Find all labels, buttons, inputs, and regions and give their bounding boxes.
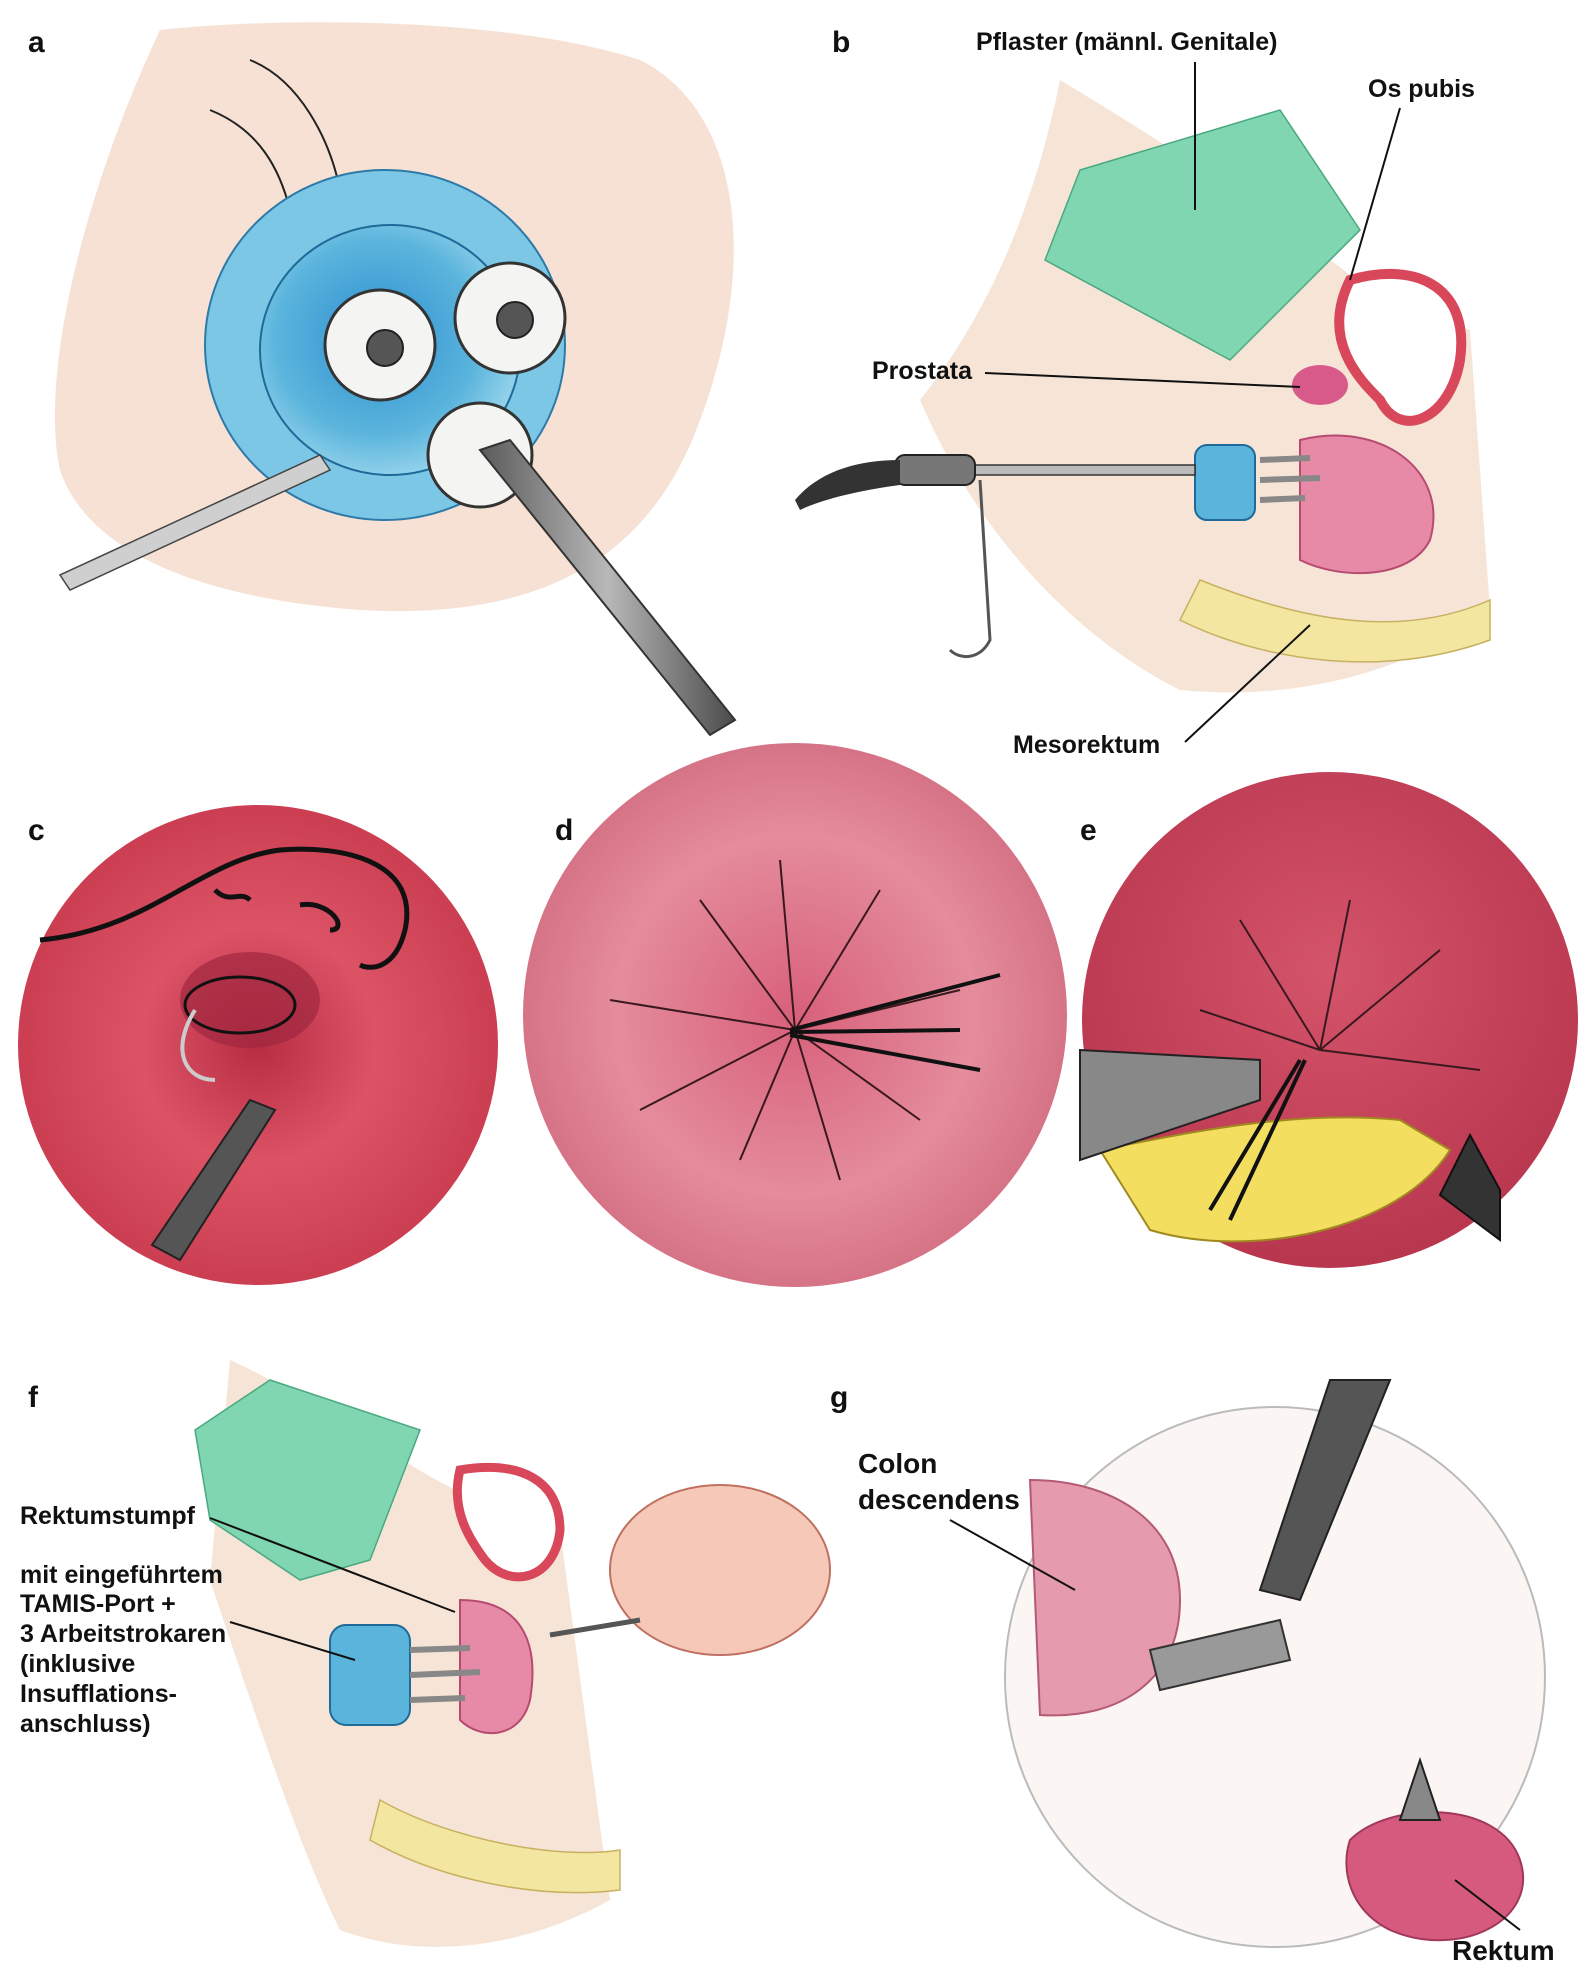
label-drape: Pflaster (männl. Genitale) (976, 28, 1277, 56)
label-port-line-2: TAMIS-Port + (20, 1590, 176, 1618)
panel-letter-a: a (28, 26, 45, 59)
suture-thread-c (39, 846, 410, 970)
panel-b: b Pflaster (männl. Genitale) Os p (795, 26, 1491, 759)
needle-holder-c (150, 1098, 277, 1262)
sacrum-f (369, 1798, 621, 1894)
tamis-port-f (329, 1624, 411, 1726)
trocar-cap-right-hole (496, 301, 534, 339)
panel-letter-e: e (1080, 814, 1097, 847)
drape-green (1044, 109, 1361, 361)
rectum-tissue (1299, 434, 1435, 575)
mesorectum (1178, 579, 1491, 663)
trocars-b (1259, 455, 1321, 503)
label-port-line-1: mit eingeführtem (20, 1561, 223, 1589)
panel-a: a (28, 22, 737, 737)
label-os-pubis: Os pubis (1368, 75, 1475, 103)
grasper-g (1258, 1379, 1392, 1602)
instrument-shaft (478, 438, 737, 737)
grasper-e (1079, 1048, 1261, 1162)
trocars-f (409, 1645, 481, 1703)
panel-f: f Rektumstumpf mit eingeführtem TAMIS-Po… (20, 1360, 831, 1947)
gluteal-fold-2 (209, 109, 291, 211)
label-rektumstumpf: Rektumstumpf (20, 1502, 196, 1530)
panel-e: e (1079, 772, 1578, 1268)
label-colon: Colon (858, 1448, 937, 1479)
label-port-line-3: 3 Arbeitstrokaren (20, 1620, 226, 1648)
panel-c: c (18, 805, 498, 1285)
label-mesorektum: Mesorektum (1013, 731, 1160, 759)
purse-string-c (183, 975, 297, 1035)
label-prostata: Prostata (872, 357, 973, 385)
anvil-spike-g (1398, 1756, 1442, 1821)
bladder-f (452, 1463, 565, 1582)
endoscopic-view-d (523, 743, 1067, 1287)
rectal-stump-f (459, 1598, 534, 1734)
mucosal-folds-d (609, 859, 961, 1181)
anvil-shaft-f (549, 1617, 641, 1638)
drape-green-f (194, 1379, 421, 1581)
mucosal-folds-e (1199, 899, 1481, 1071)
prostate (1292, 365, 1348, 405)
camera-scope (795, 454, 1196, 659)
label-port-line-6: anschluss) (20, 1710, 151, 1738)
panel-letter-f: f (28, 1381, 39, 1414)
needle-c (180, 1008, 216, 1082)
instrument-thin (58, 454, 332, 591)
mesorectal-fat-e (1098, 1116, 1452, 1243)
panel-letter-b: b (832, 26, 850, 59)
suture-ends-e (1208, 1058, 1307, 1221)
panel-letter-g: g (830, 1381, 848, 1414)
label-rektum: Rektum (1452, 1935, 1555, 1966)
suture-ends-d (789, 973, 1001, 1072)
tamis-port-b (1194, 444, 1256, 521)
label-port-line-5: Insufflations- (20, 1680, 177, 1708)
gluteal-fold (249, 59, 341, 191)
panel-g: g Colon descendens Rektum (830, 1379, 1555, 1966)
colon-descendens-g (1028, 1478, 1182, 1717)
panel-letter-c: c (28, 814, 45, 847)
lumen-c (180, 952, 320, 1048)
panel-letter-d: d (555, 814, 573, 847)
label-port-line-4: (inklusive (20, 1650, 135, 1678)
bladder (1334, 268, 1467, 426)
trocar-cap-left-hole (366, 329, 404, 367)
stapler-shaft-g (1148, 1618, 1292, 1692)
electrocautery-e (1438, 1132, 1501, 1242)
specimen-colon-f (609, 1484, 831, 1656)
label-descendens: descendens (858, 1484, 1020, 1515)
panel-d: d (523, 743, 1067, 1287)
